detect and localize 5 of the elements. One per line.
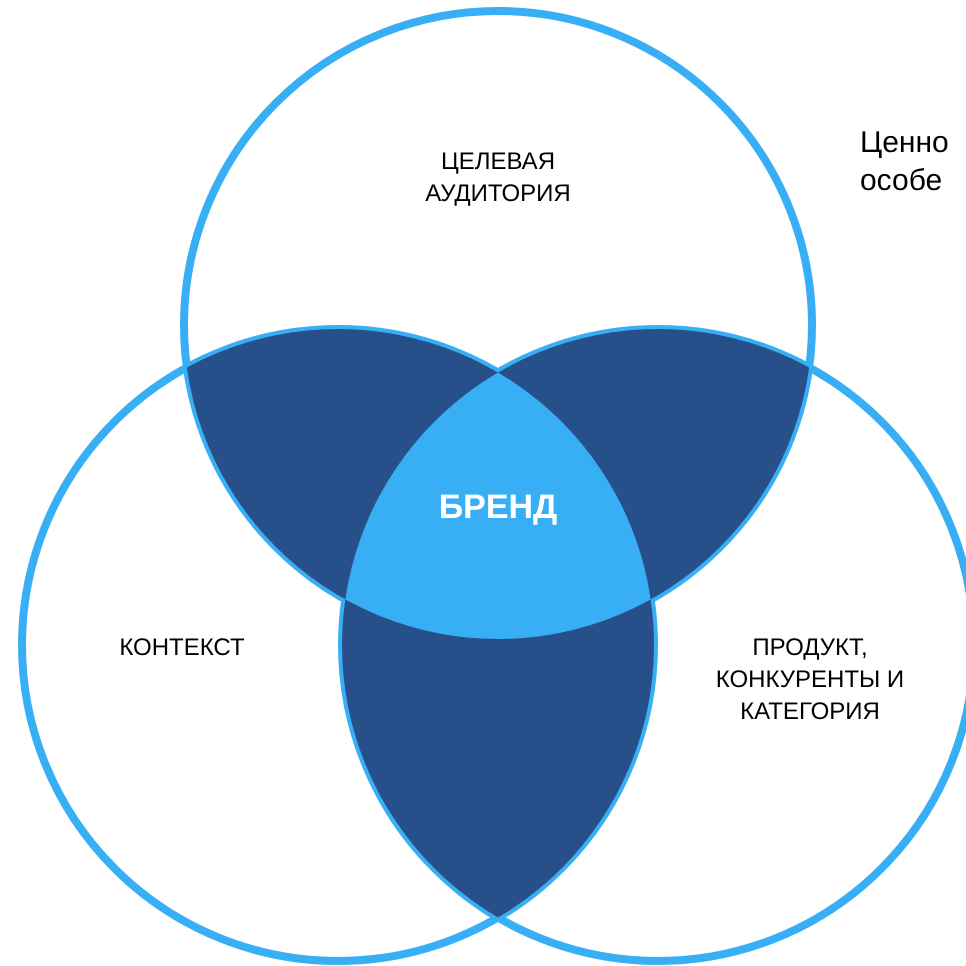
region-label: ЦЕЛЕВАЯ АУДИТОРИЯ — [424, 147, 572, 209]
region-label: ПРОДУКТ, КОНКУРЕНТЫ И КАТЕГОРИЯ — [714, 633, 906, 727]
side-text: Ценно особе — [860, 125, 950, 199]
region-label: КОНТЕКСТ — [118, 633, 246, 663]
region-label: БРЕНД — [438, 487, 558, 528]
